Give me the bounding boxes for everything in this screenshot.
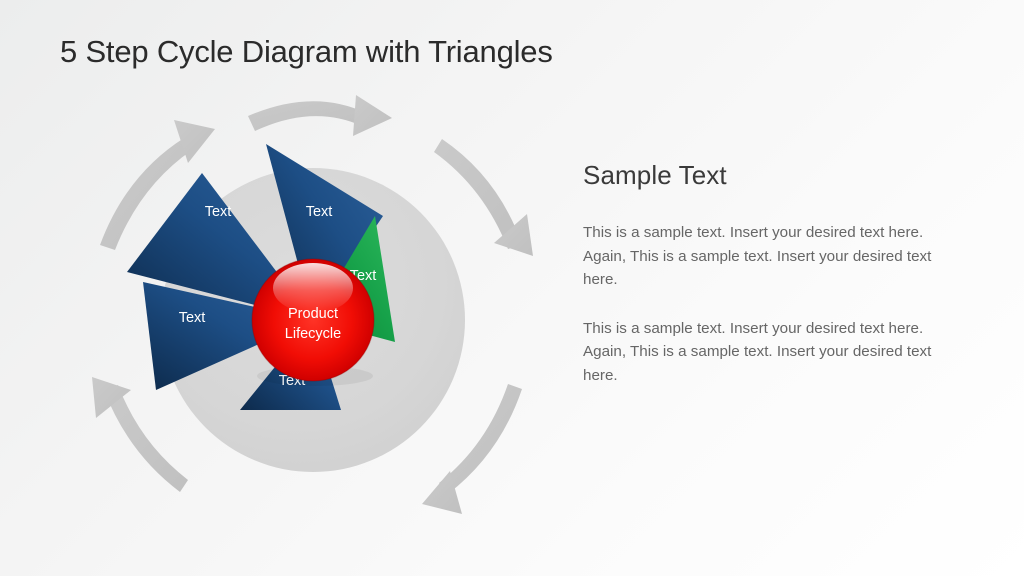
- arrow-top-right-to-right: [434, 139, 533, 256]
- cycle-diagram: Text Text Text Text Text: [70, 80, 560, 560]
- panel-paragraph-1: This is a sample text. Insert your desir…: [583, 224, 932, 288]
- step-label-top-left: Text: [205, 204, 232, 220]
- arrow-right-to-bottom: [422, 384, 522, 514]
- step-label-left: Text: [179, 310, 206, 326]
- panel-heading: Sample Text: [583, 160, 727, 190]
- center-label-line2: Lifecycle: [285, 326, 341, 342]
- page-title: 5 Step Cycle Diagram with Triangles: [60, 34, 553, 69]
- description-panel: Sample Text This is a sample text. Inser…: [583, 160, 953, 387]
- arrow-top-left-to-top-right: [248, 95, 392, 136]
- step-triangle-top-right[interactable]: Text: [266, 144, 383, 320]
- center-label-line1: Product: [288, 306, 338, 322]
- step-triangle-left[interactable]: Text: [143, 282, 313, 390]
- arrow-bottom-to-left: [92, 377, 188, 492]
- center-sphere[interactable]: Product Lifecycle: [251, 258, 375, 386]
- cycle-diagram-svg: Text Text Text Text Text: [92, 95, 533, 514]
- step-label-top-right: Text: [306, 204, 333, 220]
- cycle-arrows: [92, 95, 533, 514]
- panel-paragraph-2: This is a sample text. Insert your desir…: [583, 319, 932, 384]
- arrow-left-to-top-left: [100, 120, 215, 250]
- sphere-gloss-highlight: [273, 263, 353, 313]
